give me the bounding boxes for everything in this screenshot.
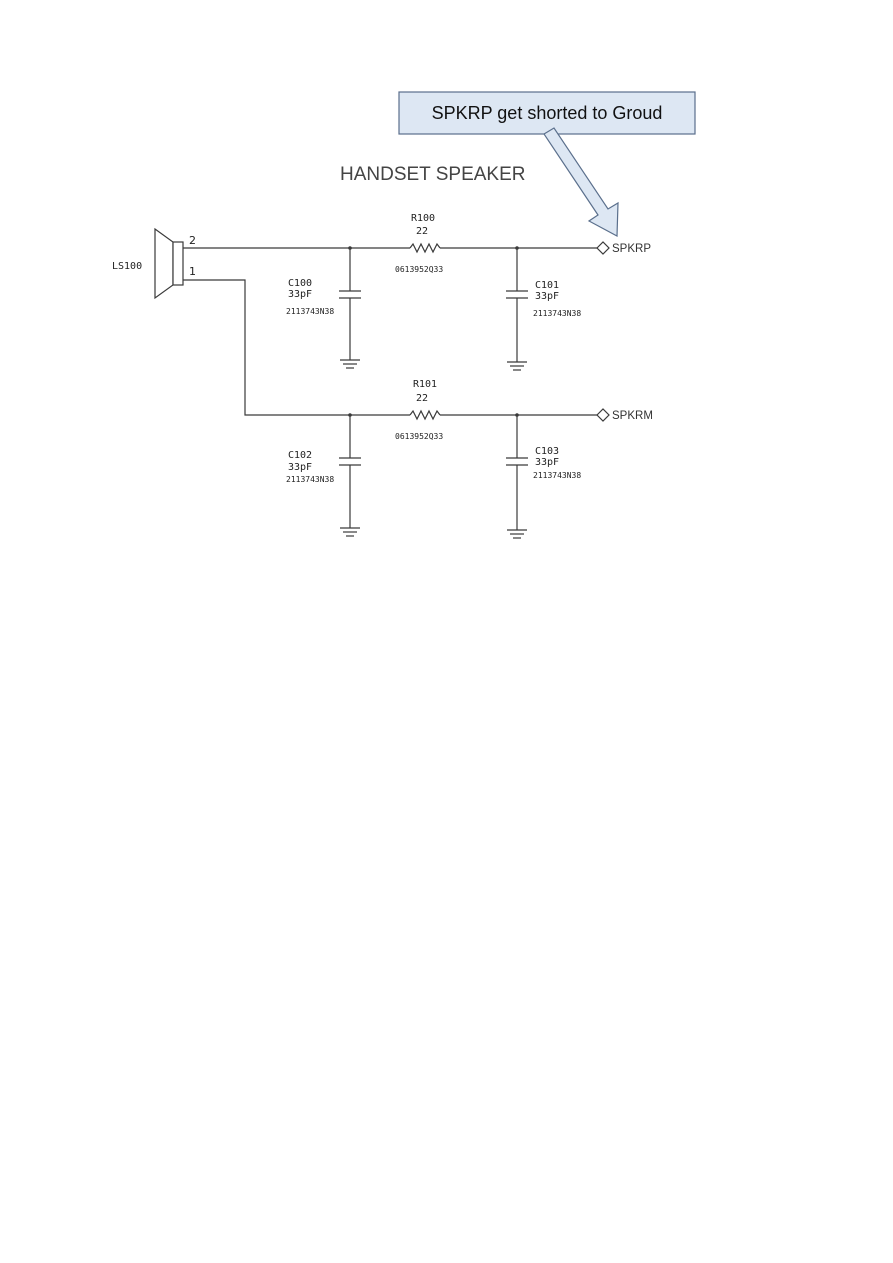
capacitor-c101: C101 33pF 2113743N38 [506, 248, 581, 371]
r100-value: 22 [416, 226, 428, 237]
speaker-cone [154, 227, 174, 300]
c100-value: 33pF [288, 289, 312, 300]
ground-symbol [340, 527, 360, 537]
speaker-body [172, 241, 184, 286]
capacitor-c103: C103 33pF 2113743N38 [506, 415, 581, 539]
c103-part: 2113743N38 [533, 471, 581, 480]
net-label-spkrm: SPKRM [612, 410, 653, 422]
c101-ref: C101 [535, 280, 559, 291]
callout: SPKRP get shorted to Groud [398, 91, 696, 237]
diagram-title: HANDSET SPEAKER [340, 164, 525, 185]
port-diamond-icon [596, 241, 610, 255]
c100-part: 2113743N38 [286, 307, 334, 316]
resistor-r101: R101 22 0613952Q33 [395, 379, 443, 441]
r100-part: 0613952Q33 [395, 265, 443, 274]
c101-value: 33pF [535, 291, 559, 302]
c102-ref: C102 [288, 450, 312, 461]
capacitor-c100: C100 33pF 2113743N38 [286, 248, 361, 369]
ground-symbol [507, 529, 527, 539]
r101-ref: R101 [413, 379, 437, 390]
resistor-r100: R100 22 0613952Q33 [395, 213, 443, 274]
c101-part: 2113743N38 [533, 309, 581, 318]
speaker-ls100: LS100 2 1 [112, 227, 196, 300]
capacitor-c102: C102 33pF 2113743N38 [286, 415, 361, 537]
c103-ref: C103 [535, 446, 559, 457]
callout-arrow [543, 127, 619, 237]
c102-part: 2113743N38 [286, 475, 334, 484]
r100-ref: R100 [411, 213, 435, 224]
speaker-pin-2: 2 [189, 234, 196, 247]
ground-symbol [340, 359, 360, 369]
port-spkrp: SPKRP [596, 241, 651, 255]
r101-part: 0613952Q33 [395, 432, 443, 441]
c102-value: 33pF [288, 462, 312, 473]
callout-box [398, 91, 696, 135]
c103-value: 33pF [535, 457, 559, 468]
speaker-ref: LS100 [112, 261, 142, 272]
port-spkrm: SPKRM [596, 408, 653, 422]
callout-text: SPKRP get shorted to Groud [432, 103, 663, 123]
speaker-pin-1: 1 [189, 265, 196, 278]
r101-value: 22 [416, 393, 428, 404]
port-diamond-icon [596, 408, 610, 422]
net-spkrp-wires [183, 242, 597, 254]
c100-ref: C100 [288, 278, 312, 289]
net-label-spkrp: SPKRP [612, 243, 651, 255]
ground-symbol [507, 361, 527, 371]
